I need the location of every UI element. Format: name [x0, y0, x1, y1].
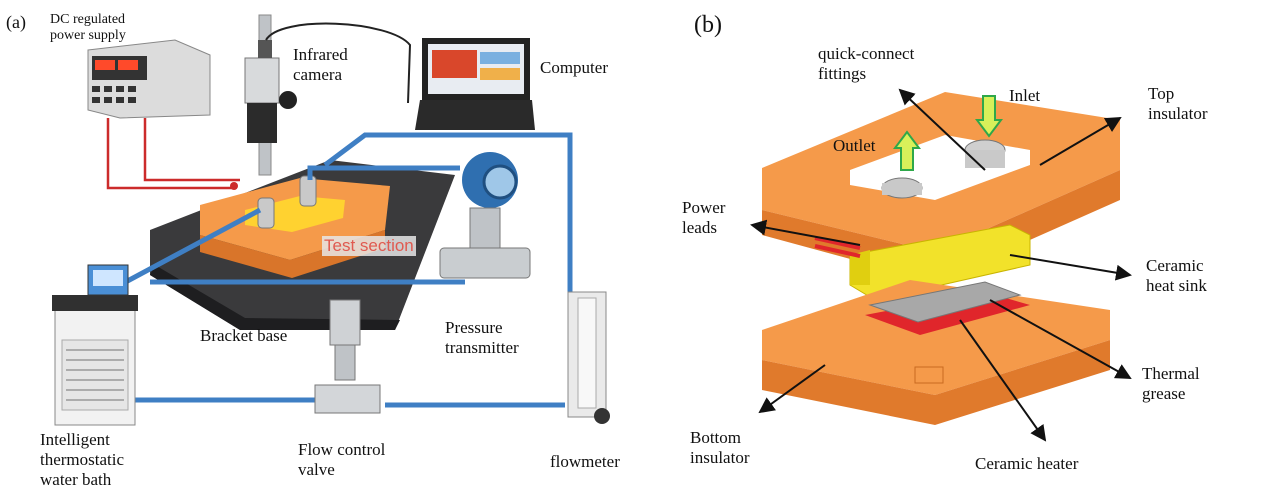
label-outlet: Outlet [833, 136, 876, 155]
panel-a-diagram [52, 14, 610, 426]
panel-a-tag: (a) [6, 12, 26, 32]
outlet-arrow [893, 130, 921, 171]
inlet-arrow [975, 95, 1003, 138]
laptop-base [415, 100, 535, 130]
label-bottom-insulator: Bottom insulator [690, 428, 750, 467]
label-thermal-grease: Thermal grease [1142, 364, 1200, 403]
label-dc-power-supply: DC regulated power supply [50, 12, 126, 43]
label-water-bath: Intelligent thermostatic water bath [40, 430, 125, 489]
label-flow-control-valve: Flow control valve [298, 440, 386, 479]
label-power-leads: Power leads [682, 198, 726, 237]
label-ceramic-heat-sink: Ceramic heat sink [1146, 256, 1207, 295]
label-flowmeter: flowmeter [550, 452, 620, 471]
label-infrared-camera: Infrared camera [293, 45, 348, 84]
label-bracket-base: Bracket base [200, 326, 288, 345]
label-ceramic-heater: Ceramic heater [975, 454, 1079, 473]
label-pressure-transmitter: Pressure transmitter [445, 318, 519, 357]
flow-control-valve [329, 299, 361, 346]
label-inlet: Inlet [1009, 86, 1041, 105]
thermal-grease [868, 281, 1022, 323]
label-quick-connect-fittings: quick-connect fittings [818, 44, 915, 83]
panel-b-tag: (b) [694, 12, 722, 38]
label-computer: Computer [540, 58, 608, 77]
ir-camera [244, 57, 280, 104]
label-top-insulator: Top insulator [1148, 84, 1208, 123]
bottom-insulator [762, 280, 1110, 395]
label-test-section: Test section [322, 236, 416, 256]
